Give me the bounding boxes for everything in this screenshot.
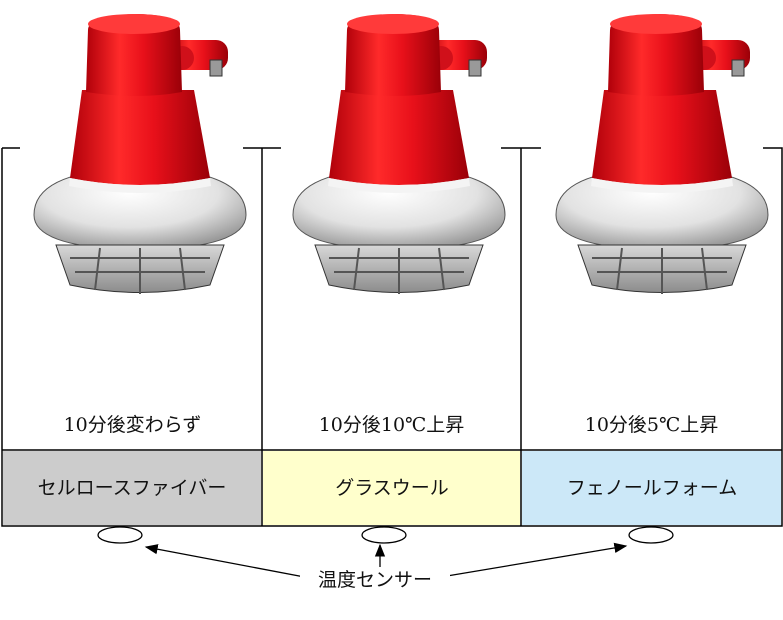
test-boxes xyxy=(1,147,783,527)
material-fill-3 xyxy=(522,451,781,525)
result-label-1: 10分後変わらず xyxy=(63,414,202,436)
sensor-label: 温度センサー xyxy=(300,567,450,593)
heat-lamp-3 xyxy=(555,14,769,294)
arrow-to-sensor-1 xyxy=(144,544,316,580)
outer-frame xyxy=(1,147,783,527)
temperature-sensor-1 xyxy=(97,526,143,544)
heat-lamp-2 xyxy=(292,14,506,294)
material-label-2: グラスウール xyxy=(335,477,449,499)
result-label-3: 10分後5℃上昇 xyxy=(584,414,719,436)
material-label-1: セルロースファイバー xyxy=(37,477,227,499)
heat-lamp-1 xyxy=(33,14,247,294)
temperature-sensor-2 xyxy=(361,526,407,544)
temperature-sensor-3 xyxy=(628,526,674,544)
sensor-pointer-arrows xyxy=(144,542,628,580)
material-fill-1 xyxy=(3,451,261,525)
material-label-3: フェノールフォーム xyxy=(566,477,738,499)
material-fill-2 xyxy=(263,451,520,525)
result-label-2: 10分後10℃上昇 xyxy=(318,414,465,436)
arrow-to-sensor-3 xyxy=(434,542,628,579)
